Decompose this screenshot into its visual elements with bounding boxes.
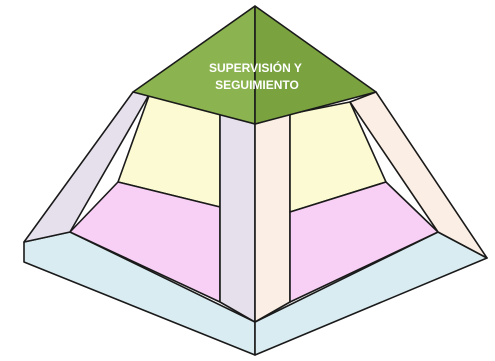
apex-label-line-2: SEGUIMIENTO (215, 78, 299, 92)
apex-label-line-1: SUPERVISIÓN Y (209, 60, 302, 75)
left-inner-band (220, 112, 255, 322)
right-inner-band (255, 114, 290, 322)
